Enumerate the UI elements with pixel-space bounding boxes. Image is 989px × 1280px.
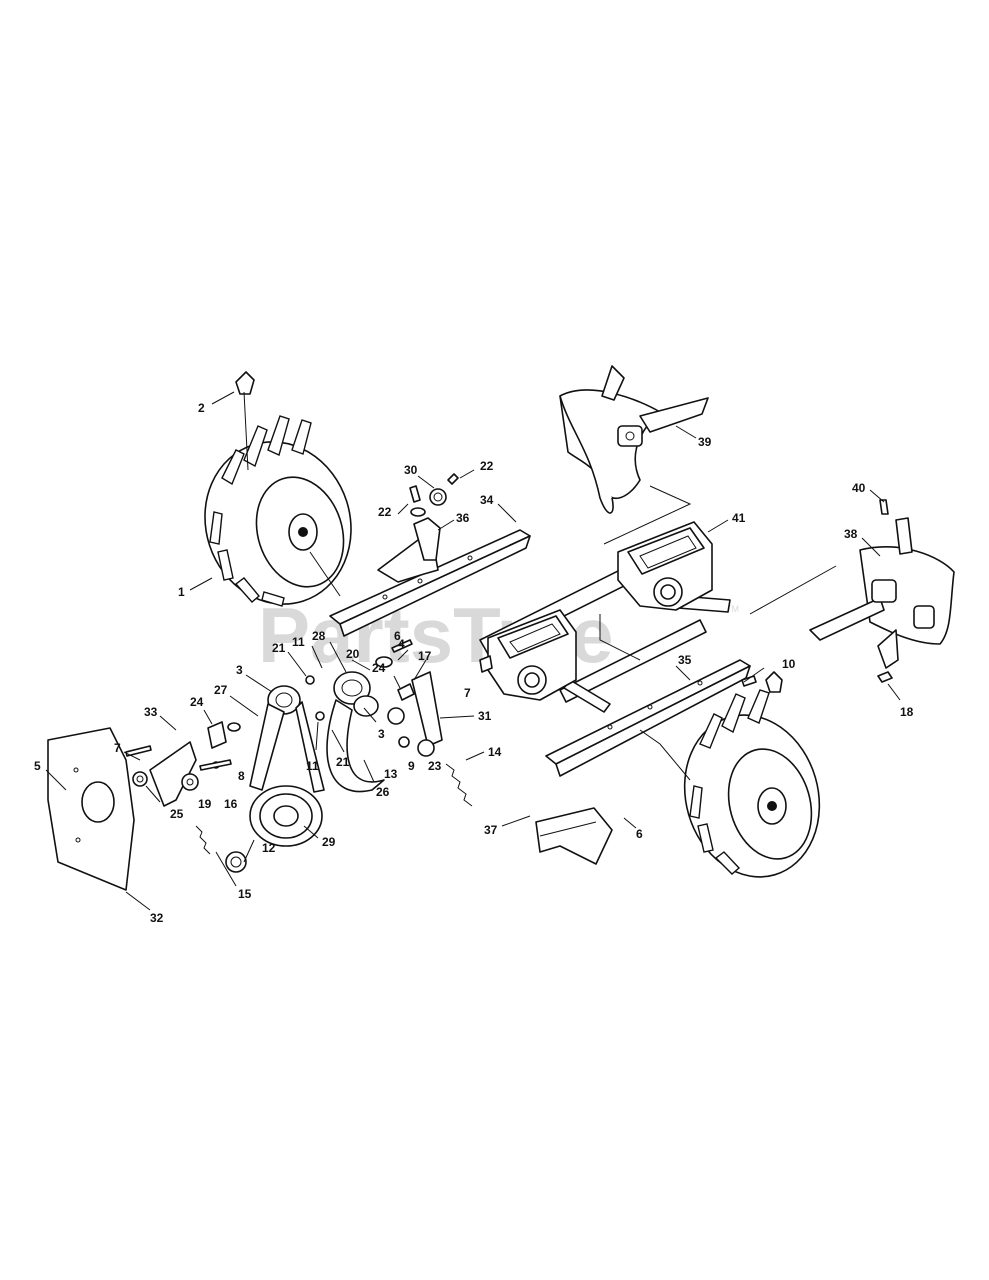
watermark-trademark: TM — [726, 604, 739, 614]
callout-15: 15 — [238, 887, 252, 901]
spacers-and-washers — [125, 675, 325, 787]
transmission-upper — [617, 521, 713, 611]
gear-bracket-assembly — [377, 473, 459, 583]
callout-21a: 21 — [272, 641, 286, 655]
callout-3b: 3 — [378, 727, 385, 741]
assembly-guide-lines — [309, 485, 837, 781]
callout-24a: 24 — [190, 695, 204, 709]
callout-9: 9 — [408, 759, 415, 773]
callout-38: 38 — [844, 527, 858, 541]
idler-bracket — [149, 741, 199, 807]
callout-32: 32 — [150, 911, 164, 925]
engine-pulley — [326, 671, 385, 793]
callout-27: 27 — [214, 683, 228, 697]
callout-26: 26 — [376, 785, 390, 799]
callout-17: 17 — [418, 649, 432, 663]
callout-4: 4 — [398, 637, 405, 651]
callout-18: 18 — [900, 705, 914, 719]
lower-shield — [535, 807, 613, 865]
tension-spring — [195, 763, 473, 855]
side-cover-plate — [47, 727, 135, 891]
callout-37: 37 — [484, 823, 498, 837]
callout-31: 31 — [478, 709, 492, 723]
callout-12: 12 — [262, 841, 276, 855]
tine-assembly-upper — [559, 365, 709, 514]
callout-20: 20 — [346, 647, 360, 661]
callout-22b: 22 — [480, 459, 494, 473]
callout-25: 25 — [170, 807, 184, 821]
callout-34: 34 — [480, 493, 494, 507]
callout-14: 14 — [488, 745, 502, 759]
callout-7b: 7 — [464, 686, 471, 700]
callout-28: 28 — [312, 629, 326, 643]
callout-7a: 7 — [114, 741, 121, 755]
callout-8: 8 — [238, 769, 245, 783]
idler-arm — [375, 639, 443, 757]
callout-11a: 11 — [292, 635, 305, 649]
callout-29: 29 — [322, 835, 336, 849]
callout-6a: 6 — [394, 629, 401, 643]
callout-1: 1 — [178, 585, 185, 599]
callout-13: 13 — [384, 767, 398, 781]
callout-33: 33 — [144, 705, 158, 719]
tine-assembly-lower — [809, 517, 955, 669]
callout-36: 36 — [456, 511, 470, 525]
left-wheel-tire — [204, 415, 352, 607]
callout-39: 39 — [698, 435, 712, 449]
callout-40: 40 — [852, 481, 866, 495]
callout-35: 35 — [678, 653, 692, 667]
callout-6b: 6 — [636, 827, 643, 841]
callout-2: 2 — [198, 401, 205, 415]
callout-22a: 22 — [378, 505, 392, 519]
callout-16: 16 — [224, 797, 238, 811]
callout-21b: 21 — [336, 755, 350, 769]
callout-30: 30 — [404, 463, 418, 477]
right-wheel-tire — [683, 671, 821, 878]
callout-10: 10 — [782, 657, 796, 671]
upper-frame-bar — [329, 529, 531, 637]
callout-41: 41 — [732, 511, 746, 525]
callout-23: 23 — [428, 759, 442, 773]
tine-pins — [877, 499, 893, 683]
callout-11b: 11 — [306, 759, 319, 773]
transmission-lower — [479, 609, 577, 701]
callout-labels: 1 2 3 3 4 5 6 6 7 7 8 9 10 11 11 12 13 1… — [34, 391, 914, 925]
callout-3a: 3 — [236, 663, 243, 677]
callout-19: 19 — [198, 797, 212, 811]
callout-5: 5 — [34, 759, 41, 773]
callout-24b: 24 — [372, 661, 386, 675]
valve-cap-part — [235, 371, 255, 471]
drive-belt-and-pulleys — [225, 685, 325, 873]
